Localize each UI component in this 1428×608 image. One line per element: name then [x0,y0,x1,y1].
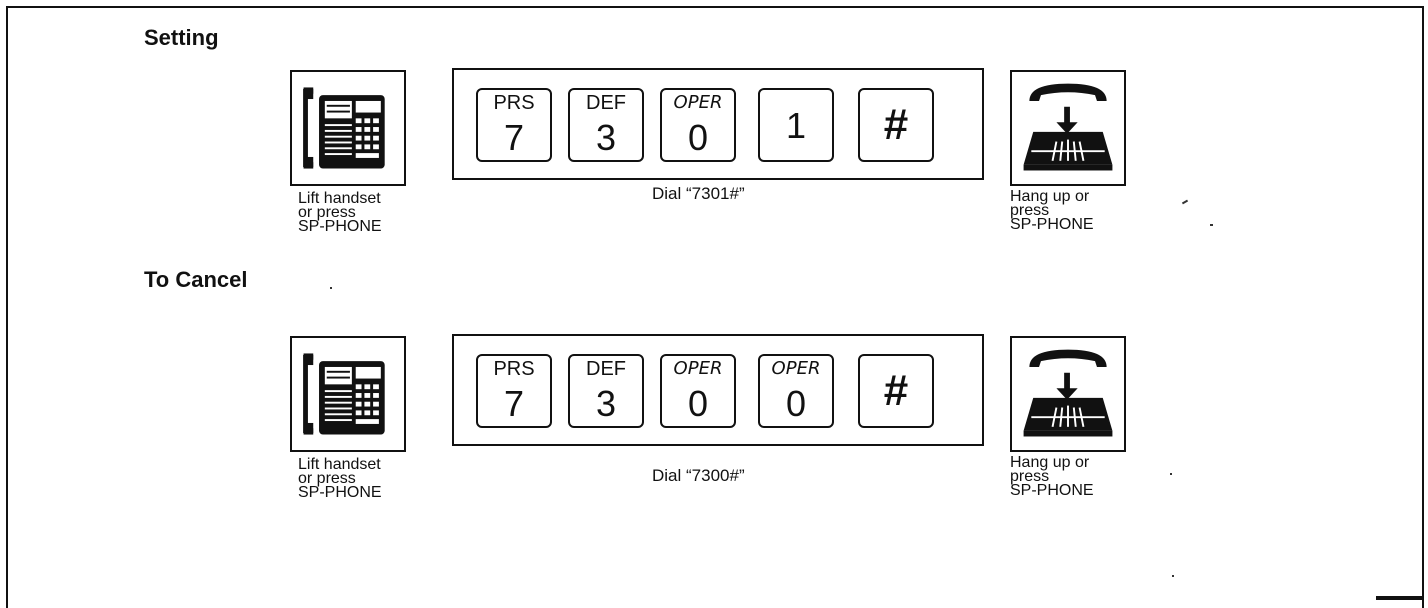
key-3: DEF 3 [568,354,644,428]
key-letters: PRS [493,358,535,380]
scan-speck [1170,473,1172,475]
key-digit: 0 [785,383,807,424]
phone-handset-icon [290,70,406,186]
key-hash: # [858,88,934,162]
scan-speck [1210,224,1213,226]
key-digit: # [883,366,909,415]
key-digit: 3 [595,117,617,158]
key-hash: # [858,354,934,428]
page-corner-mark [1376,596,1422,600]
key-digit: 1 [785,105,807,146]
hang-up-icon [1010,70,1126,186]
key-letters: OPER [673,358,723,379]
key-digit: 7 [503,383,525,424]
key-1: 1 [758,88,834,162]
key-digit: 0 [687,383,709,424]
scan-speck [330,287,332,289]
section-heading-setting: Setting [144,25,219,50]
scan-speck [1172,575,1174,577]
hang-up-caption: Hang up or press SP-PHONE [1010,188,1094,233]
dial-keypad-panel: PRS 7 DEF 3 OPER 0 1 # [452,68,984,180]
key-0: OPER 0 [660,88,736,162]
key-0: OPER 0 [660,354,736,428]
dial-caption: Dial “7300#” [652,466,745,485]
section-heading-to-cancel: To Cancel [144,267,248,292]
key-3: DEF 3 [568,88,644,162]
key-digit: 3 [595,383,617,424]
lift-handset-caption: Lift handset or press SP-PHONE [298,456,382,501]
dial-caption: Dial “7301#” [652,184,745,203]
key-letters: DEF [586,92,626,114]
phone-handset-icon [290,336,406,452]
hang-up-caption: Hang up or press SP-PHONE [1010,454,1094,499]
key-letters: OPER [673,92,723,113]
key-letters: OPER [771,358,821,379]
key-7: PRS 7 [476,354,552,428]
key-digit: 7 [503,117,525,158]
key-digit: # [883,100,909,149]
hang-up-icon [1010,336,1126,452]
dial-keypad-panel: PRS 7 DEF 3 OPER 0 OPER 0 # [452,334,984,446]
figure-frame [6,6,1424,608]
key-letters: PRS [493,92,535,114]
key-letters: DEF [586,358,626,380]
key-0: OPER 0 [758,354,834,428]
key-digit: 0 [687,117,709,158]
lift-handset-caption: Lift handset or press SP-PHONE [298,190,382,235]
key-7: PRS 7 [476,88,552,162]
